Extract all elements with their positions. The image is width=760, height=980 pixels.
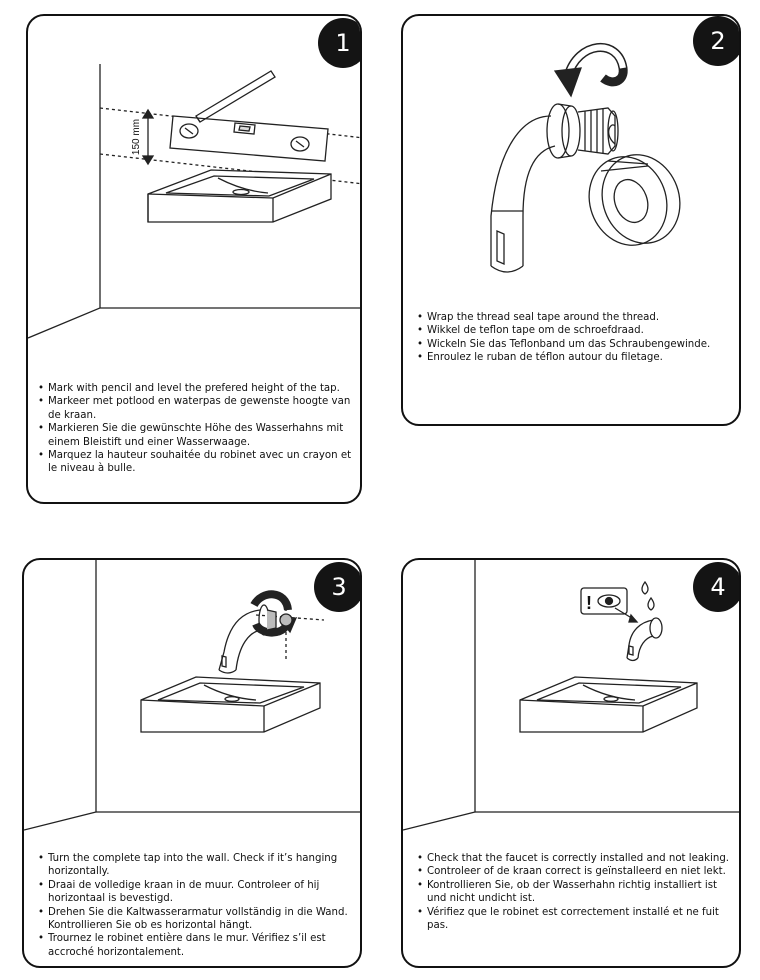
- step-3-illustration: [24, 560, 360, 831]
- instruction-de: Drehen Sie die Kaltwasserarmatur vollstä…: [38, 906, 356, 933]
- instruction-en: Wrap the thread seal tape around the thr…: [417, 311, 735, 325]
- step-number: 1: [335, 29, 351, 57]
- step-number-badge: 2: [693, 16, 739, 66]
- step-number: 3: [331, 573, 347, 601]
- instruction-fr: Marquez la hauteur souhaitée du robinet …: [38, 449, 352, 476]
- step-2-illustration: [490, 42, 681, 273]
- instruction-en: Turn the complete tap into the wall. Che…: [38, 852, 356, 879]
- instruction-nl: Wikkel de teflon tape om de schroefdraad…: [417, 324, 735, 338]
- instruction-de: Markieren Sie die gewünschte Höhe des Wa…: [38, 422, 352, 449]
- instruction-en: Mark with pencil and level the prefered …: [38, 382, 352, 396]
- instruction-fr: Trournez le robinet entière dans le mur.…: [38, 932, 356, 959]
- instruction-list: Turn the complete tap into the wall. Che…: [38, 852, 356, 959]
- instruction-nl: Controleer of de kraan correct is geïnst…: [417, 865, 735, 879]
- instruction-nl: Markeer met potlood en waterpas de gewen…: [38, 395, 352, 422]
- step-1-panel: 150 mm 1 Mark with pencil and level the …: [26, 14, 362, 504]
- instruction-fr: Enroulez le ruban de téflon autour du fi…: [417, 351, 735, 365]
- measure-label: 150 mm: [131, 119, 142, 155]
- step-number: 2: [710, 27, 726, 55]
- step-number: 4: [710, 573, 726, 601]
- instruction-fr: Vérifiez que le robinet est correctement…: [417, 906, 735, 933]
- step-number-badge: 4: [693, 562, 739, 612]
- instruction-list: Wrap the thread seal tape around the thr…: [417, 311, 735, 365]
- instruction-list: Check that the faucet is correctly insta…: [417, 852, 735, 932]
- instruction-nl: Draai de volledige kraan in de muur. Con…: [38, 879, 356, 906]
- instruction-list: Mark with pencil and level the prefered …: [38, 382, 352, 476]
- instruction-de: Kontrollieren Sie, ob der Wasserhahn ric…: [417, 879, 735, 906]
- step-number-badge: 1: [318, 18, 360, 68]
- step-4-illustration: !: [403, 560, 739, 831]
- step-4-panel: ! 4 Check that the faucet is correctly i…: [401, 558, 741, 968]
- step-2-panel: 2 Wrap the thread seal tape around the t…: [401, 14, 741, 426]
- instruction-de: Wickeln Sie das Teflonband um das Schrau…: [417, 338, 735, 352]
- step-1-illustration: 150 mm: [28, 64, 360, 339]
- step-3-panel: 3 Turn the complete tap into the wall. C…: [22, 558, 362, 968]
- instruction-en: Check that the faucet is correctly insta…: [417, 852, 735, 866]
- step-number-badge: 3: [314, 562, 360, 612]
- warning-icon: !: [586, 593, 592, 613]
